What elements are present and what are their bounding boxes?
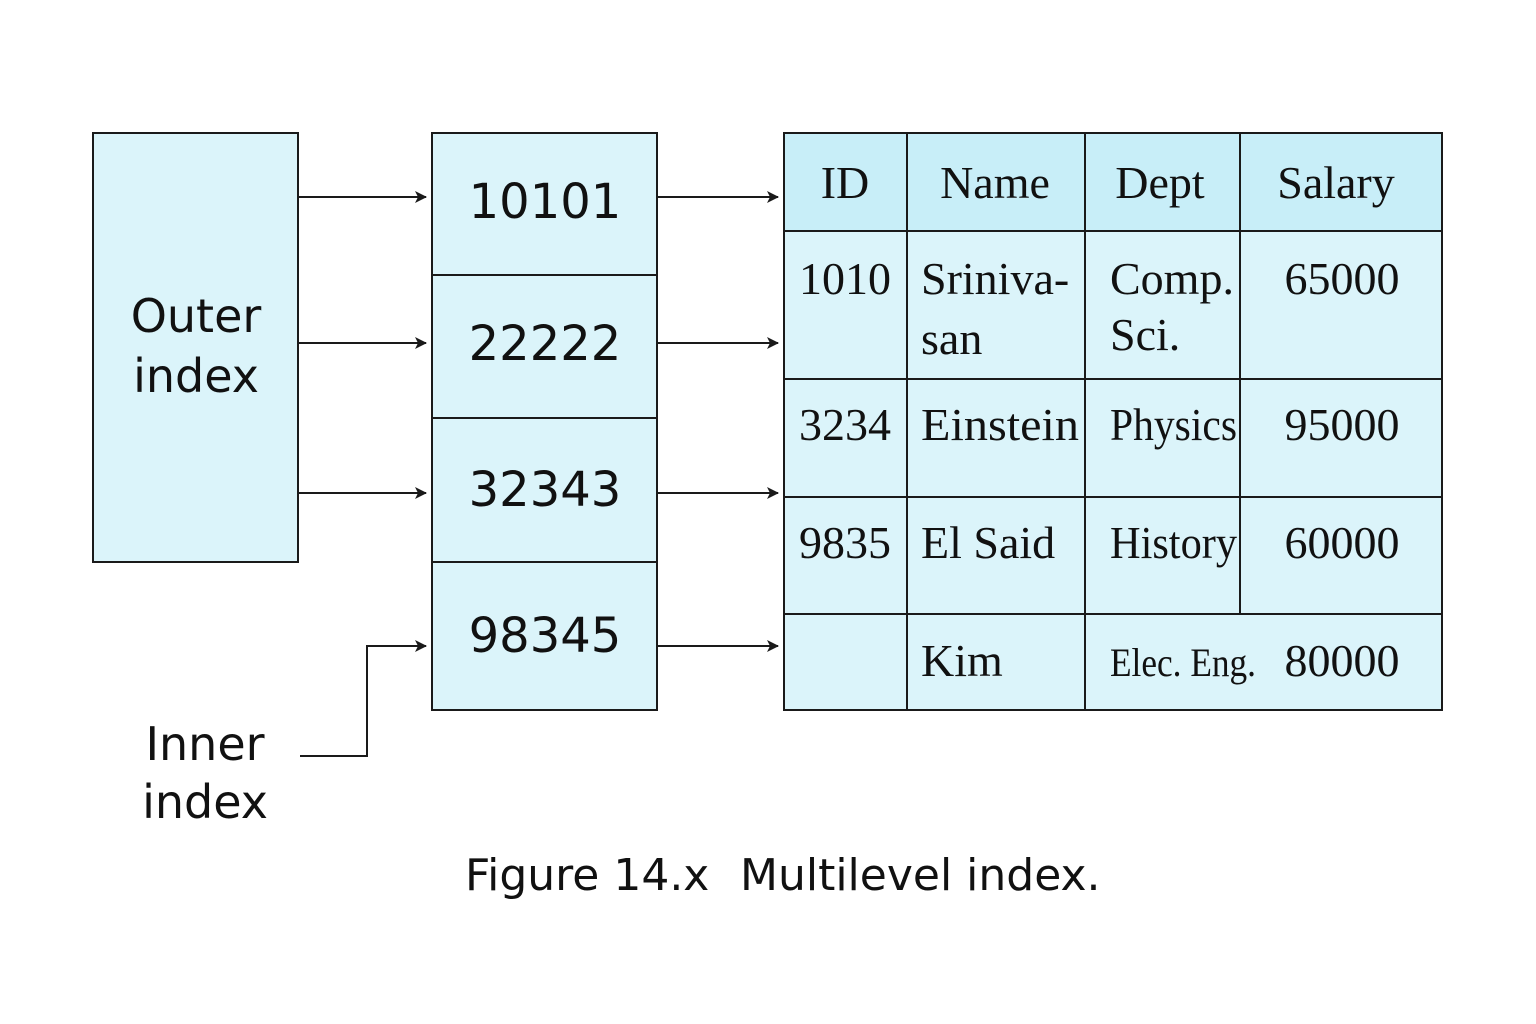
table-header-id: ID xyxy=(821,157,870,208)
inner-index-pointer: Inner index xyxy=(142,640,427,829)
inner-index-label-line1: Inner xyxy=(145,717,264,771)
table-cell-name: Kim xyxy=(921,635,1003,686)
inner-key-98345: 98345 xyxy=(469,608,622,664)
table-cell-dept: History xyxy=(1110,517,1237,568)
inner-index-block-4 xyxy=(431,561,658,711)
inner-index-block-1 xyxy=(431,132,658,276)
outer-to-inner-arrows xyxy=(298,191,427,499)
outer-index: Outer index xyxy=(92,132,299,563)
table-cell-salary: 80000 xyxy=(1285,635,1400,686)
outer-index-label-line2: index xyxy=(133,349,259,403)
inner-to-table-arrows xyxy=(657,191,779,652)
caption-number: Figure 14.x xyxy=(465,850,709,901)
table-header-background xyxy=(783,132,1443,232)
table-cell-salary: 60000 xyxy=(1285,517,1400,568)
table-cell-dept: Elec. Eng. xyxy=(1110,640,1256,685)
table-header-salary: Salary xyxy=(1277,157,1395,208)
table-header-dept: Dept xyxy=(1115,157,1205,208)
table-cell-dept: Physics xyxy=(1110,399,1237,450)
inner-index-label-line2: index xyxy=(142,775,268,829)
table-cell-name-cont: san xyxy=(921,313,982,364)
caption-text: Multilevel index. xyxy=(740,850,1101,901)
table-cell-id: 9835 xyxy=(799,517,891,568)
table-cell-salary: 95000 xyxy=(1285,399,1400,450)
table-cell-salary: 65000 xyxy=(1285,253,1400,304)
inner-index-block-2 xyxy=(431,274,658,419)
table-cell-dept: Comp. xyxy=(1110,253,1234,304)
figure-caption: Figure 14.x Multilevel index. xyxy=(465,850,1101,901)
inner-index: 10101 22222 32343 98345 xyxy=(431,132,658,711)
table-cell-name: El Said xyxy=(921,517,1055,568)
inner-key-22222: 22222 xyxy=(469,316,622,372)
table-cell-dept-cont: Sci. xyxy=(1110,309,1180,360)
table-cell-name: Einstein xyxy=(921,399,1079,450)
table-cell-name: Sriniva- xyxy=(921,253,1069,304)
inner-index-block-3 xyxy=(431,417,658,563)
outer-index-label-line1: Outer xyxy=(131,289,262,343)
outer-index-box xyxy=(92,132,299,563)
table-cell-id: 1010 xyxy=(799,253,891,304)
inner-index-elbow-arrow xyxy=(300,640,427,757)
table-cell-id: 3234 xyxy=(799,399,891,450)
inner-key-10101: 10101 xyxy=(469,174,622,230)
data-table: ID Name Dept Salary 1010 Sriniva- san Co… xyxy=(783,132,1443,711)
table-header-name: Name xyxy=(940,157,1050,208)
inner-key-32343: 32343 xyxy=(469,462,622,518)
